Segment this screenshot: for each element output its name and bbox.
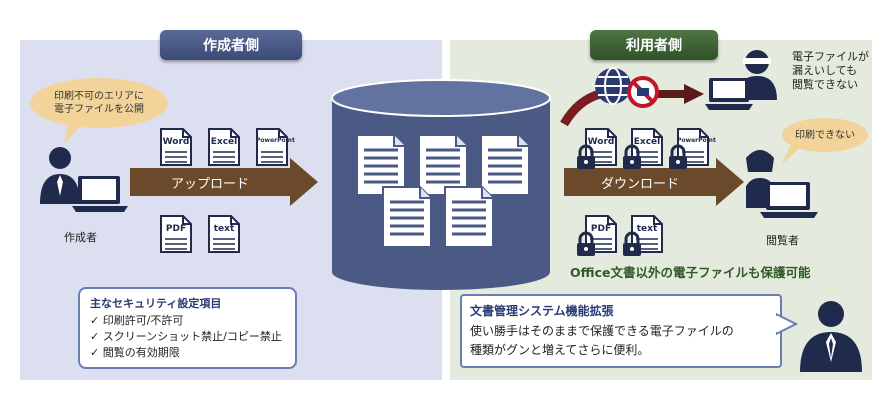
security-settings-list: ✓ 印刷許可/不許可✓ スクリーンショット禁止/コピー禁止✓ 閲覧の有効期限 xyxy=(90,313,295,361)
hacker-icon xyxy=(705,50,777,110)
check-icon: ✓ xyxy=(90,314,103,327)
leak-path xyxy=(560,84,704,127)
system-extension-line1: 使い勝手はそのままで保護できる電子ファイルの xyxy=(470,324,734,338)
viewer-person-icon xyxy=(746,150,818,218)
upload-arrow-body: アップロード xyxy=(130,168,290,196)
user-side-title: 利用者側 xyxy=(590,30,718,60)
file-type-label: PDF xyxy=(590,224,612,234)
creator-person-icon xyxy=(40,147,128,212)
businessman-icon xyxy=(800,301,862,372)
download-arrow-head xyxy=(716,158,744,206)
security-item: ✓ 閲覧の有効期限 xyxy=(90,345,295,361)
security-item-label: 閲覧の有効期限 xyxy=(102,346,180,359)
lock-icon xyxy=(575,144,597,174)
download-label: ダウンロード xyxy=(600,176,679,192)
file-icon-pdf: PDF xyxy=(160,215,192,253)
protect-text: Office文書以外の電子ファイルも保護可能 xyxy=(570,265,811,280)
security-settings-title: 主なセキュリティ設定項目 xyxy=(90,297,222,310)
viewer-label: 閲覧者 xyxy=(766,234,799,247)
file-type-label: Excel xyxy=(633,137,661,147)
file-type-label: Word xyxy=(162,137,190,147)
document-icon xyxy=(444,186,494,252)
security-item: ✓ 印刷許可/不許可 xyxy=(90,313,295,329)
system-extension-box: 文書管理システム機能拡張 使い勝手はそのままで保護できる電子ファイルの 種類がグ… xyxy=(460,294,782,368)
file-icon-word: Word xyxy=(160,128,192,166)
creator-label: 作成者 xyxy=(64,231,97,244)
bubble-tail xyxy=(64,122,84,144)
document-icon xyxy=(480,134,530,200)
leak-text: 電子ファイルが 漏えいしても 閲覧できない xyxy=(792,50,869,91)
file-type-label: text xyxy=(636,224,658,234)
security-settings-box: 主なセキュリティ設定項目 ✓ 印刷許可/不許可✓ スクリーンショット禁止/コピー… xyxy=(78,287,297,369)
system-extension-title: 文書管理システム機能拡張 xyxy=(470,304,614,318)
upload-arrow-head xyxy=(290,158,318,206)
file-icon-excel: Excel xyxy=(208,128,240,166)
lock-icon xyxy=(621,231,643,261)
creator-speech-bubble: 印刷不可のエリアに 電子ファイルを公開 xyxy=(30,78,168,128)
upload-arrow: アップロード xyxy=(130,158,318,206)
document-icon xyxy=(382,186,432,252)
lock-icon xyxy=(575,231,597,261)
file-icon-text: text xyxy=(208,215,240,253)
file-icon-powerpoint: PowerPoint xyxy=(256,128,295,166)
security-item-label: 印刷許可/不許可 xyxy=(102,314,184,327)
download-arrow-body: ダウンロード xyxy=(564,168,716,196)
file-type-label: PDF xyxy=(165,224,187,234)
file-type-label: PowerPoint xyxy=(256,137,295,144)
file-type-label: PowerPoint xyxy=(677,137,716,144)
download-arrow: ダウンロード xyxy=(564,158,744,206)
file-type-label: Excel xyxy=(210,137,238,147)
system-box-pointer xyxy=(776,312,798,336)
globe-icon xyxy=(595,67,631,105)
security-item-label: スクリーンショット禁止/コピー禁止 xyxy=(102,330,282,343)
check-icon: ✓ xyxy=(90,346,103,359)
lock-icon xyxy=(621,144,643,174)
print-bubble-tail xyxy=(782,146,802,164)
file-type-label: text xyxy=(213,224,235,234)
security-item: ✓ スクリーンショット禁止/コピー禁止 xyxy=(90,329,295,345)
forbidden-icon xyxy=(627,76,659,108)
file-type-label: Word xyxy=(587,137,615,147)
document-icon xyxy=(418,134,468,200)
lock-icon xyxy=(667,144,689,174)
creator-side-title: 作成者側 xyxy=(160,30,302,60)
upload-label: アップロード xyxy=(170,176,249,192)
system-extension-line2: 種類がグンと増えてさらに便利。 xyxy=(470,343,650,357)
document-icon xyxy=(356,134,406,200)
check-icon: ✓ xyxy=(90,330,103,343)
